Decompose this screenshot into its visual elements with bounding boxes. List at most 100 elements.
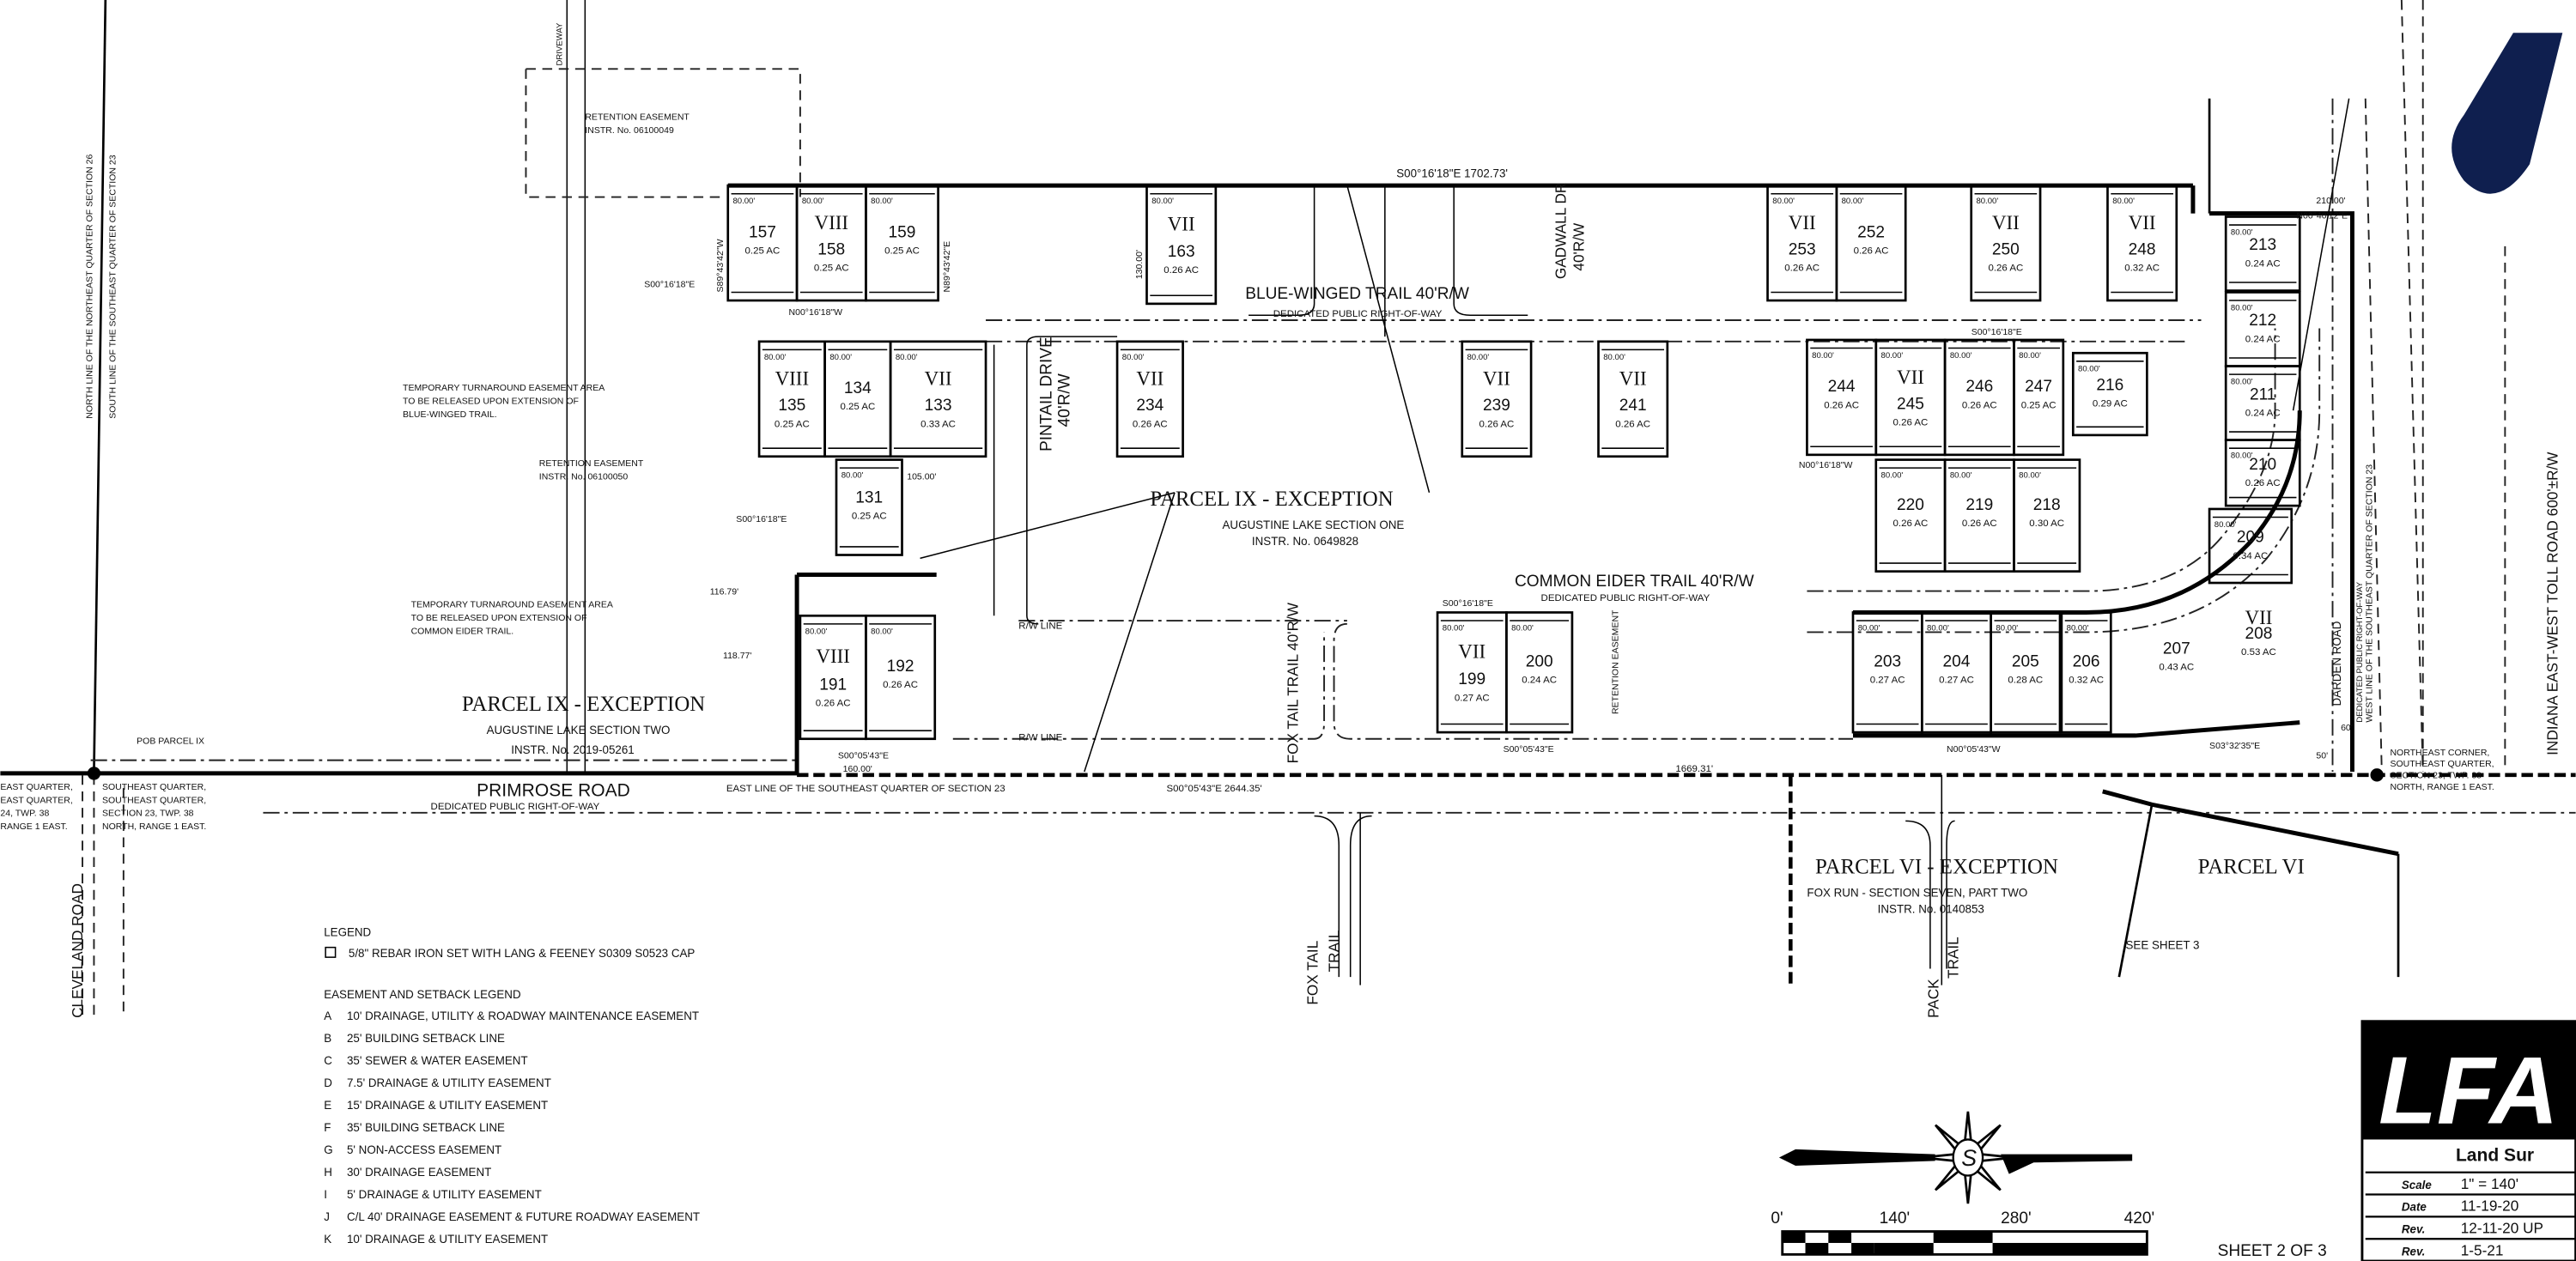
lot-acreage: 0.43 AC	[2159, 662, 2194, 672]
svg-text:FOX TAIL: FOX TAIL	[1303, 941, 1321, 1005]
svg-text:0': 0'	[1771, 1209, 1783, 1228]
lot-phase: VII	[925, 368, 952, 390]
lot-phase: VIII	[775, 368, 809, 390]
lot-boundary	[2071, 351, 2148, 437]
lot-acreage: 0.25 AC	[775, 419, 810, 429]
svg-text:210.00': 210.00'	[2316, 196, 2345, 206]
svg-text:S00°16'18"E: S00°16'18"E	[736, 514, 787, 524]
lot-acreage: 0.26 AC	[1962, 518, 1997, 529]
svg-text:5/8" REBAR IRON SET WITH LANG: 5/8" REBAR IRON SET WITH LANG & FEENEY S…	[349, 947, 696, 960]
svg-text:SOUTHEAST QUARTER,: SOUTHEAST QUARTER,	[102, 795, 206, 805]
svg-text:PRIMROSE ROAD: PRIMROSE ROAD	[477, 781, 630, 801]
lot-phase: VIII	[815, 212, 848, 233]
lot-number: 133	[925, 397, 952, 415]
lot-frontage: 80.00'	[2215, 520, 2237, 530]
lot-number: 191	[819, 676, 847, 694]
lot-boundary	[2106, 184, 2178, 302]
lot-number: 213	[2249, 236, 2276, 254]
lot-phase: VII	[1992, 212, 2020, 233]
lot-frontage: 80.00'	[841, 471, 864, 481]
lot-frontage: 80.00'	[1950, 351, 1972, 361]
lot-acreage: 0.26 AC	[1893, 417, 1929, 427]
lot-acreage: 0.53 AC	[2241, 647, 2276, 658]
lot-frontage: 80.00'	[2019, 351, 2041, 361]
svg-text:SOUTHEAST QUARTER,: SOUTHEAST QUARTER,	[2390, 759, 2494, 769]
lot-acreage: 0.26 AC	[1824, 400, 1859, 410]
lot-frontage: 80.00'	[802, 197, 824, 206]
company-name: Land Sur	[2456, 1145, 2534, 1165]
lot-number: 159	[889, 223, 916, 241]
lot-acreage: 0.34 AC	[2233, 551, 2268, 561]
lot-phase: VII	[2245, 607, 2273, 628]
svg-text:60': 60'	[2341, 723, 2353, 733]
svg-text:CLEVELAND ROAD: CLEVELAND ROAD	[69, 883, 86, 1018]
lot-207[interactable]: 207 0.43 AC	[2159, 640, 2194, 672]
lot-acreage: 0.26 AC	[1479, 419, 1515, 429]
svg-text:S03°32'35"E: S03°32'35"E	[2209, 741, 2260, 751]
svg-text:INSTR. No. 06100049: INSTR. No. 06100049	[585, 125, 674, 136]
lot-frontage: 80.00'	[1443, 624, 1465, 634]
lot-boundary	[2060, 611, 2112, 734]
lot-number: 209	[2237, 529, 2264, 547]
title-block-value: 11-19-20	[2461, 1197, 2519, 1215]
lot-number: 207	[2163, 640, 2190, 658]
lot-frontage: 80.00'	[2067, 624, 2089, 634]
lot-boundary	[1851, 611, 1923, 734]
svg-text:SEE SHEET 3: SEE SHEET 3	[2126, 939, 2200, 952]
lot-frontage: 80.00'	[764, 353, 787, 362]
lot-boundary	[889, 340, 987, 458]
svg-text:EAST QUARTER,: EAST QUARTER,	[0, 782, 72, 792]
svg-text:RANGE 1 EAST.: RANGE 1 EAST.	[0, 821, 67, 832]
lot-number: 135	[778, 397, 805, 415]
lot-acreage: 0.26 AC	[1962, 400, 1997, 410]
lot-135[interactable]: 80.00' VIII 135 0.25 AC	[757, 340, 826, 458]
svg-text:24, TWP. 38: 24, TWP. 38	[0, 809, 49, 819]
lot-phase: VIII	[816, 646, 849, 667]
lot-209[interactable]: 80.00'209 0.34 AC	[2208, 507, 2293, 585]
lot-acreage: 0.26 AC	[1784, 264, 1820, 274]
lot-number: 200	[1526, 652, 1553, 670]
svg-text:TRAIL: TRAIL	[1944, 937, 1961, 979]
lot-acreage: 0.27 AC	[1939, 675, 1974, 685]
lot-frontage: 80.00'	[1996, 624, 2018, 634]
lot-boundary	[2013, 338, 2065, 457]
lot-phase: VII	[1168, 213, 1195, 234]
svg-text:INSTR. No. 06100050: INSTR. No. 06100050	[539, 472, 629, 482]
